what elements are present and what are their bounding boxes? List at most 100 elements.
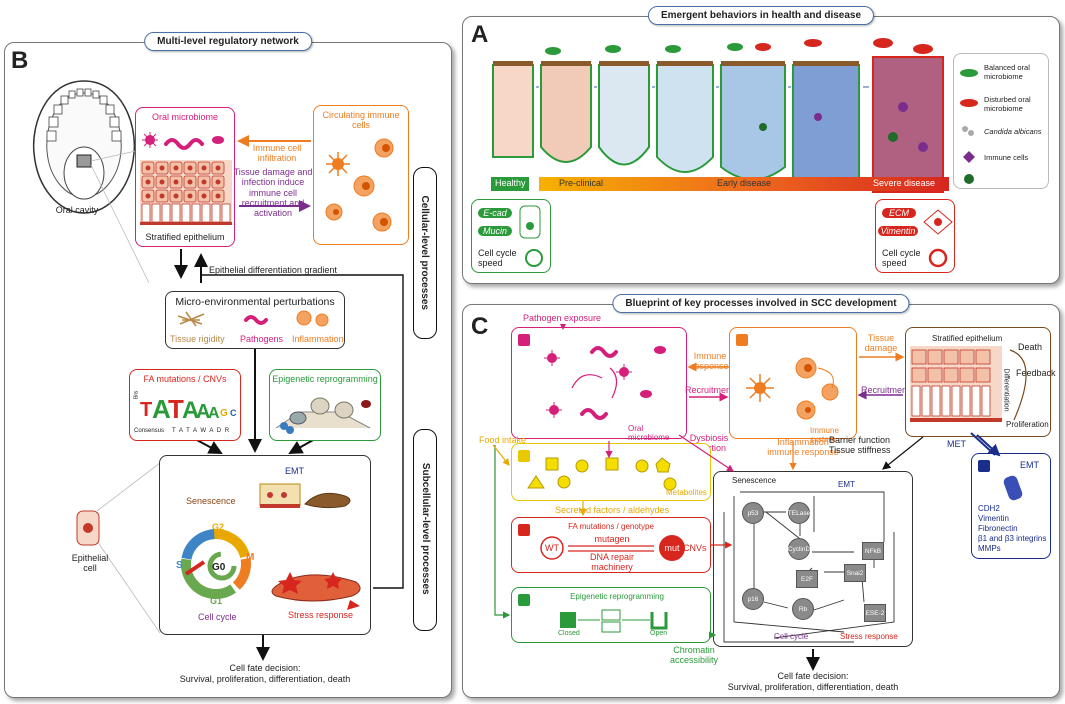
stress-response-label: Stress response	[288, 610, 354, 620]
oral-microbiome-module: Oral microbiome	[511, 327, 687, 443]
pathogen-exposure-label: Pathogen exposure	[523, 313, 602, 323]
met-label: MET	[947, 439, 966, 449]
panel-c-fate-list: Survival, proliferation, differentiation…	[727, 682, 899, 692]
severe-vimentin: Vimentin	[878, 226, 918, 237]
legend-immune: Immune cells	[984, 153, 1029, 162]
circulating-immune-label: Circulating immune cells	[322, 110, 400, 131]
metabolites-illustration	[518, 450, 677, 491]
panel-c: Blueprint of key processes involved in S…	[462, 294, 1060, 698]
cellular-level-label: Cellular-level processes	[418, 195, 430, 310]
panel-c-title: Blueprint of key processes involved in S…	[612, 294, 910, 313]
legend-balanced: Balanced oral microbiome	[984, 63, 1030, 81]
tissue-damage-label: Tissue damage and infection induce immun…	[233, 167, 313, 219]
emt-illustration	[259, 483, 351, 509]
phase-g1: G1	[210, 596, 223, 606]
subcellular-level-bar	[413, 429, 437, 631]
circulating-immune-box: Circulating immune cells	[313, 105, 409, 245]
stiffness-label: Tissue stiffness	[829, 445, 891, 455]
pathogens-label: Pathogens	[240, 334, 284, 344]
svg-text:A: A	[152, 394, 171, 424]
fa-mutations-label: FA mutations / CNVs	[143, 374, 227, 384]
microbiome-module-illustration	[518, 334, 666, 420]
chromatin-label: Chromatin accessibility	[669, 645, 718, 666]
panel-b: Multi-level regulatory network B Oral ca…	[4, 32, 452, 698]
node-cyclin: CyclinD	[788, 538, 810, 560]
emt-marker-3: β1 and β3 integrins	[978, 534, 1047, 543]
oral-microbiome-module-label: Oral microbiome	[628, 424, 670, 443]
legend-disturbed: Disturbed oral microbiome	[984, 95, 1031, 113]
healthy-cell-icon	[519, 205, 543, 267]
epithelial-gradient-label: Epithelial differentiation gradient	[209, 265, 337, 275]
phase-g2: G2	[212, 522, 225, 532]
emt-marker-2: Fibronectin	[978, 524, 1018, 533]
tissue-damage-label: Tissue damage	[864, 333, 898, 354]
node-e2f: E2F	[796, 570, 818, 588]
immune-system-module-label: Immune system	[810, 426, 839, 445]
severe-speed: Cell cycle speed	[882, 248, 921, 269]
oral-microbiome-label: Oral microbiome	[151, 112, 218, 122]
svg-text:G: G	[220, 408, 228, 419]
panel-a-letter: A	[471, 21, 489, 48]
severe-ecm: ECM	[882, 208, 916, 219]
secreted-label: Secreted factors / aldehydes	[555, 505, 670, 515]
fa-mutations-box: FA mutations / CNVs Bits T A T A A A G C…	[129, 369, 241, 441]
mut-label: mut	[664, 543, 680, 553]
panel-a: Emergent behaviors in health and disease…	[462, 6, 1060, 284]
immune-cells-illustration	[325, 138, 394, 232]
stratified-epithelium-module: Stratified epithelium Death Feedback Dif…	[905, 327, 1056, 437]
recruitment-label: Recruitment	[685, 385, 734, 395]
svg-text:C: C	[230, 408, 237, 418]
food-intake-label: Food intake	[479, 435, 527, 445]
micro-env-box: Micro-environmental perturbations Tissue…	[165, 291, 345, 349]
epigenetic-module: Epigenetic reprogramming Closed Open	[511, 587, 711, 643]
cnvs-label: CNVs	[683, 543, 707, 553]
oral-cavity-label: Oral cavity	[55, 205, 99, 215]
stratified-epithelium-illustration	[140, 160, 232, 225]
healthy-phenotype-box: E-cad Mucin Cell cycle speed	[471, 199, 551, 273]
panel-b-arrows	[96, 135, 404, 661]
disease-progression-illustration	[491, 38, 978, 193]
network-stress: Stress response	[840, 632, 898, 641]
epithelial-cell-label: Epithelial cell	[71, 553, 109, 574]
logo-seq-label: T A T A W A D R	[172, 428, 231, 434]
severe-cell-icon	[923, 209, 953, 268]
open-label: Open	[650, 630, 668, 637]
chromatin-illustration	[275, 397, 371, 434]
fate-title: Cell fate decision:	[229, 663, 301, 673]
emt-markers-title: EMT	[1020, 460, 1039, 470]
node-ese2: ESE-2	[864, 604, 886, 622]
fa-genotype-illustration	[518, 524, 685, 561]
phase-g0: G0	[212, 562, 226, 573]
subcellular-processes-box: EMT Senescence G2 M S G0 G1 Cell cycle S	[159, 455, 371, 635]
stress-illustration	[271, 572, 361, 602]
panel-b-title: Multi-level regulatory network	[144, 32, 312, 51]
epithelial-cell-icon	[76, 510, 100, 546]
inflammation-label: Inflammation	[292, 334, 344, 344]
emt-label: EMT	[285, 466, 304, 476]
healthy-speed: Cell cycle speed	[478, 248, 517, 269]
subcellular-level-label: Subcellular-level processes	[419, 462, 431, 595]
epigenetic-box: Epigenetic reprogramming	[269, 369, 381, 441]
tissue-rigidity-label: Tissue rigidity	[170, 334, 225, 344]
epigenetic-module-label: Epigenetic reprogramming	[570, 592, 664, 601]
phase-m: M	[246, 552, 255, 563]
stage-healthy: Healthy	[495, 178, 526, 188]
phase-s: S	[176, 560, 183, 571]
sequence-logo: T A T A A A G C	[140, 394, 237, 424]
micro-env-label: Micro-environmental perturbations	[175, 296, 335, 308]
barrier-label: Barrier function	[829, 435, 891, 445]
panel-a-title: Emergent behaviors in health and disease	[647, 6, 875, 25]
legend-candida: Candida albicans	[984, 127, 1042, 136]
node-snai2: Snai2	[844, 564, 866, 582]
stratified-epithelium-label: Stratified epithelium	[145, 232, 225, 242]
senescence-label: Senescence	[186, 496, 236, 506]
cell-cycle-label: Cell cycle	[198, 612, 237, 622]
epigenetic-label: Epigenetic reprogramming	[272, 374, 378, 384]
oral-cavity-illustration	[32, 80, 150, 284]
emt-marker-0: CDH2	[978, 504, 1000, 513]
healthy-mucin: Mucin	[478, 226, 512, 237]
chromatin-state-illustration	[518, 594, 668, 633]
inflammation-immune-label: Inflammation immune response	[767, 437, 839, 458]
emt-marker-1: Vimentin	[978, 514, 1009, 523]
fa-genotype-module: FA mutations / genotype WT mut mutagen D…	[511, 517, 711, 573]
